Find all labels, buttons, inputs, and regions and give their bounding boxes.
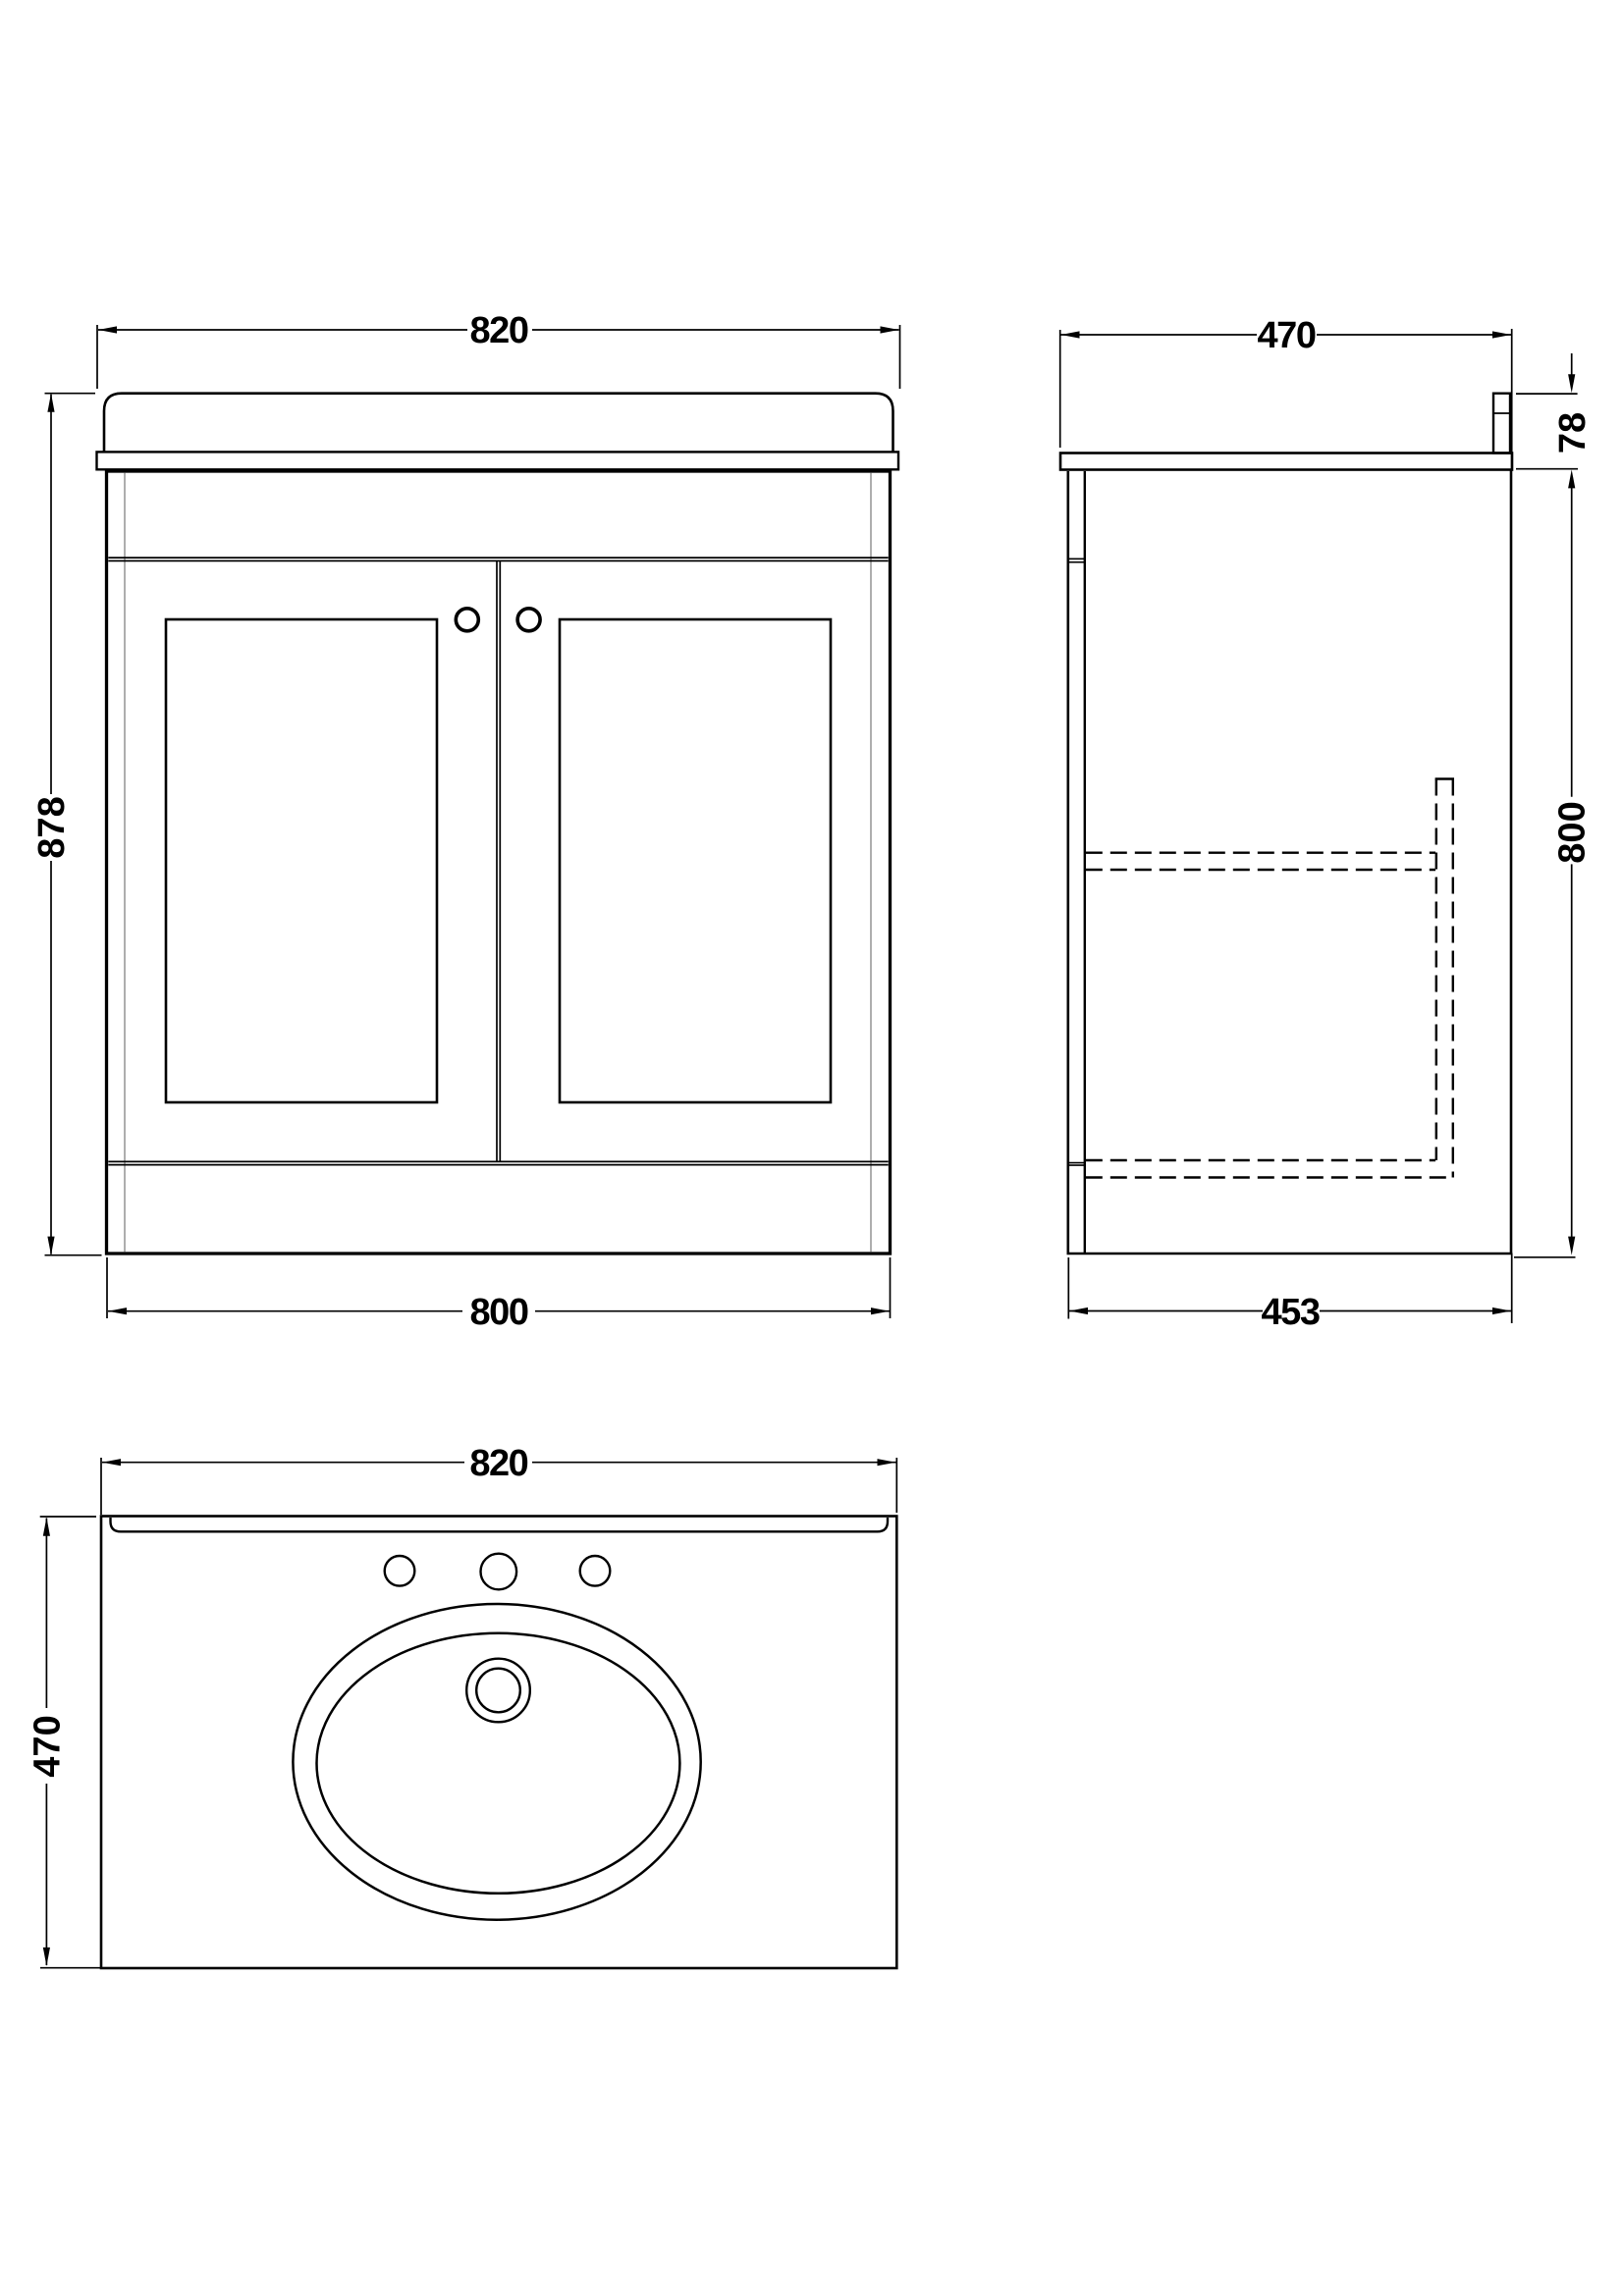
svg-text:470: 470 (1258, 315, 1316, 356)
svg-text:800: 800 (470, 1292, 528, 1333)
svg-text:878: 878 (31, 796, 73, 858)
svg-text:820: 820 (470, 310, 528, 351)
svg-text:800: 800 (1552, 801, 1594, 863)
svg-text:470: 470 (27, 1715, 69, 1777)
svg-text:453: 453 (1262, 1292, 1320, 1333)
svg-text:78: 78 (1552, 412, 1594, 454)
svg-text:820: 820 (469, 1443, 527, 1484)
